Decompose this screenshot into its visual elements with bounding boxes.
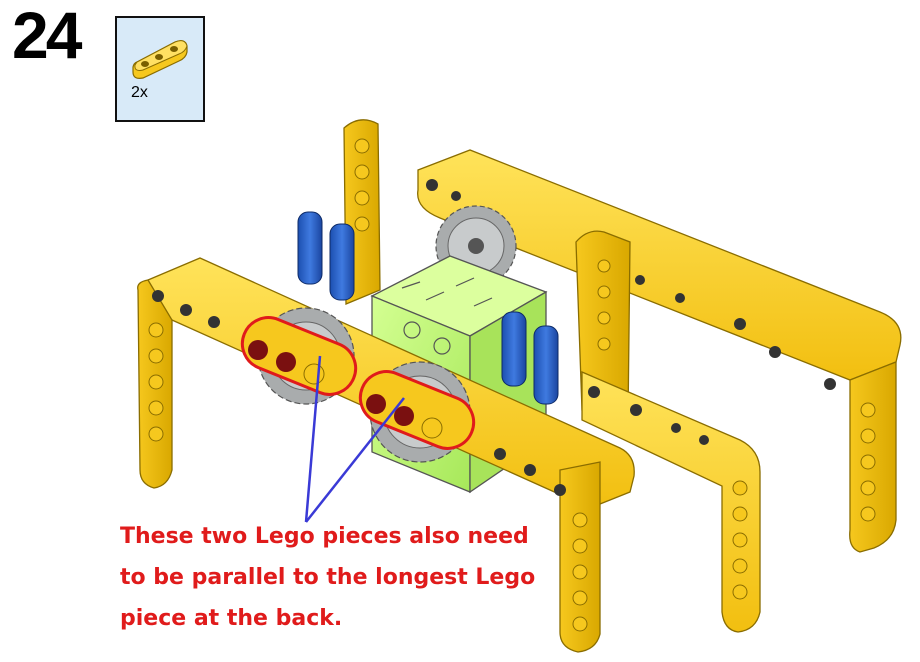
annotation-text: These two Lego pieces also need to be pa… [120,516,560,639]
annotation-line-2: to be parallel to the longest Lego [120,557,560,598]
annotation-line-1: These two Lego pieces also need [120,516,560,557]
annotation-line-3: piece at the back. [120,598,560,639]
